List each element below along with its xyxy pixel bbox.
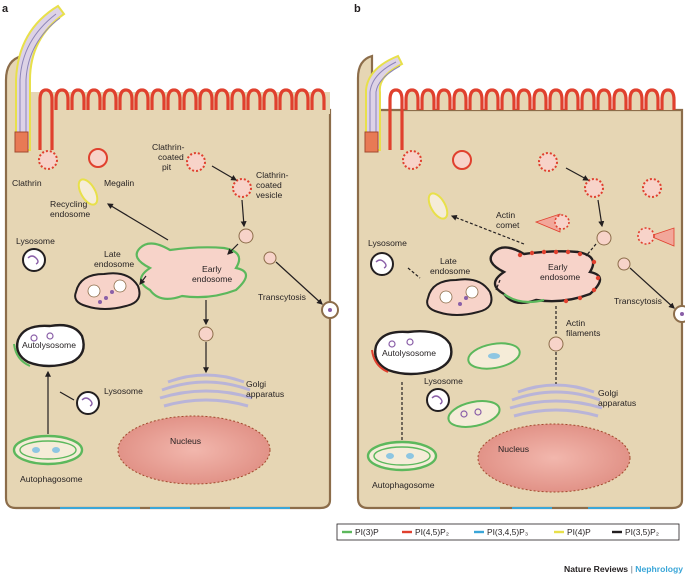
legend-label-3: PI(4)P bbox=[567, 527, 591, 537]
label-a-clathrin: Clathrin bbox=[12, 178, 42, 188]
vesicle-b-2 bbox=[617, 257, 631, 271]
vesicle-b-1 bbox=[596, 230, 612, 246]
legend-box bbox=[336, 523, 680, 541]
label-b-early-1: Early bbox=[548, 262, 568, 272]
label-a-autolysosome: Autolysosome bbox=[22, 340, 76, 350]
panel-a-label: a bbox=[2, 3, 9, 15]
megalin-pit bbox=[88, 148, 108, 168]
credit-journal: Nature Reviews bbox=[564, 564, 628, 574]
vesicle-a-2 bbox=[263, 251, 277, 265]
lysosome-b-top bbox=[370, 252, 394, 276]
vesicle-b-3 bbox=[548, 336, 564, 352]
panel-a: a bbox=[2, 3, 339, 510]
label-b-late-1: Late bbox=[440, 256, 457, 266]
megalin-pit-b bbox=[452, 150, 472, 170]
late-endosome-b bbox=[426, 278, 493, 316]
label-b-lysosome-bottom: Lysosome bbox=[424, 376, 463, 386]
clathrin-pit-b-1 bbox=[402, 150, 422, 170]
legend-label-4: PI(3,5)P₂ bbox=[625, 527, 659, 537]
cell-a-microvilli-row bbox=[38, 88, 326, 150]
basal-body bbox=[14, 131, 29, 153]
transcytosis-vesicle-b bbox=[673, 305, 685, 323]
credit-subject: Nephrology bbox=[635, 564, 683, 574]
lysosome-a-top bbox=[22, 248, 46, 272]
golgi-a bbox=[159, 373, 253, 408]
early-endosome-b bbox=[489, 246, 602, 305]
label-b-golgi-2: apparatus bbox=[598, 398, 636, 408]
label-a-late-1: Late bbox=[104, 249, 121, 259]
lysosome-a-bottom bbox=[76, 391, 100, 415]
nucleus-a bbox=[117, 415, 271, 485]
label-a-coated-vesicle-3: vesicle bbox=[256, 190, 282, 200]
legend-label-0: PI(3)P bbox=[355, 527, 379, 537]
label-b-autolysosome: Autolysosome bbox=[382, 348, 436, 358]
label-b-actin-comet-1: Actin bbox=[496, 210, 515, 220]
label-b-actin-comet-2: comet bbox=[496, 220, 520, 230]
legend: PI(3)P PI(4,5)P₂ PI(3,4,5)P₃ PI(4)P PI(3… bbox=[336, 523, 680, 541]
label-a-megalin: Megalin bbox=[104, 178, 134, 188]
panel-b: b bbox=[354, 3, 685, 510]
vesicle-a-1 bbox=[238, 228, 254, 244]
cell-a-cilium bbox=[15, 4, 66, 151]
label-b-lysosome-top: Lysosome bbox=[368, 238, 407, 248]
nucleus-b bbox=[477, 423, 631, 493]
label-a-early-1: Early bbox=[202, 264, 222, 274]
organelle-b-2 bbox=[447, 400, 501, 428]
label-b-actin-filaments-2: filaments bbox=[566, 328, 600, 338]
label-b-actin-filaments-1: Actin bbox=[566, 318, 585, 328]
label-a-golgi-2: apparatus bbox=[246, 389, 284, 399]
label-a-nucleus: Nucleus bbox=[170, 436, 201, 446]
label-b-transcytosis: Transcytosis bbox=[614, 296, 662, 306]
label-b-early-2: endosome bbox=[540, 272, 580, 282]
recycling-endosome-b bbox=[427, 192, 449, 220]
basal-body-b bbox=[364, 131, 379, 153]
label-a-coated-pit-1: Clathrin- bbox=[152, 142, 185, 152]
clathrin-coated-vesicle bbox=[232, 178, 252, 198]
vesicle-a-3 bbox=[198, 326, 214, 342]
label-a-autophagosome: Autophagosome bbox=[20, 474, 83, 484]
recycling-endosome-a bbox=[77, 178, 99, 206]
label-a-coated-pit-3: pit bbox=[162, 162, 172, 172]
clathrin-pit-1 bbox=[38, 150, 58, 170]
credit-line: Nature Reviews | Nephrology bbox=[564, 564, 683, 574]
label-a-late-2: endosome bbox=[94, 259, 134, 269]
label-a-golgi-1: Golgi bbox=[246, 379, 266, 389]
actin-comet-b-1 bbox=[534, 213, 570, 233]
label-b-late-2: endosome bbox=[430, 266, 470, 276]
legend-label-1: PI(4,5)P₂ bbox=[415, 527, 449, 537]
credit-separator: | bbox=[628, 564, 635, 574]
late-endosome-a bbox=[74, 272, 141, 310]
clathrin-vesicle-b-2 bbox=[642, 178, 662, 198]
autophagosome-a bbox=[12, 434, 84, 466]
label-a-coated-pit-2: coated bbox=[158, 152, 184, 162]
legend-label-2: PI(3,4,5)P₃ bbox=[487, 527, 528, 537]
label-a-lysosome-top: Lysosome bbox=[16, 236, 55, 246]
label-b-autophagosome: Autophagosome bbox=[372, 480, 435, 490]
label-a-recycling-2: endosome bbox=[50, 209, 90, 219]
label-a-early-2: endosome bbox=[192, 274, 232, 284]
clathrin-vesicle-b-1 bbox=[584, 178, 604, 198]
label-a-coated-vesicle-1: Clathrin- bbox=[256, 170, 289, 180]
autophagosome-b bbox=[366, 440, 438, 472]
actin-comet-b-2 bbox=[637, 227, 675, 247]
label-b-golgi-1: Golgi bbox=[598, 388, 618, 398]
label-a-transcytosis: Transcytosis bbox=[258, 292, 306, 302]
actin-filaments-b bbox=[517, 249, 601, 304]
label-a-recycling-1: Recycling bbox=[50, 199, 87, 209]
early-endosome-a bbox=[135, 242, 248, 301]
golgi-b bbox=[509, 383, 603, 418]
panel-b-label: b bbox=[354, 3, 361, 15]
clathrin-coated-pit bbox=[186, 152, 206, 172]
label-a-lysosome-bottom: Lysosome bbox=[104, 386, 143, 396]
label-b-nucleus: Nucleus bbox=[498, 444, 529, 454]
lysosome-b-bottom bbox=[426, 388, 450, 412]
label-a-coated-vesicle-2: coated bbox=[256, 180, 282, 190]
cell-b-microvilli-row bbox=[388, 88, 676, 150]
clathrin-pit-b-2 bbox=[538, 152, 558, 172]
